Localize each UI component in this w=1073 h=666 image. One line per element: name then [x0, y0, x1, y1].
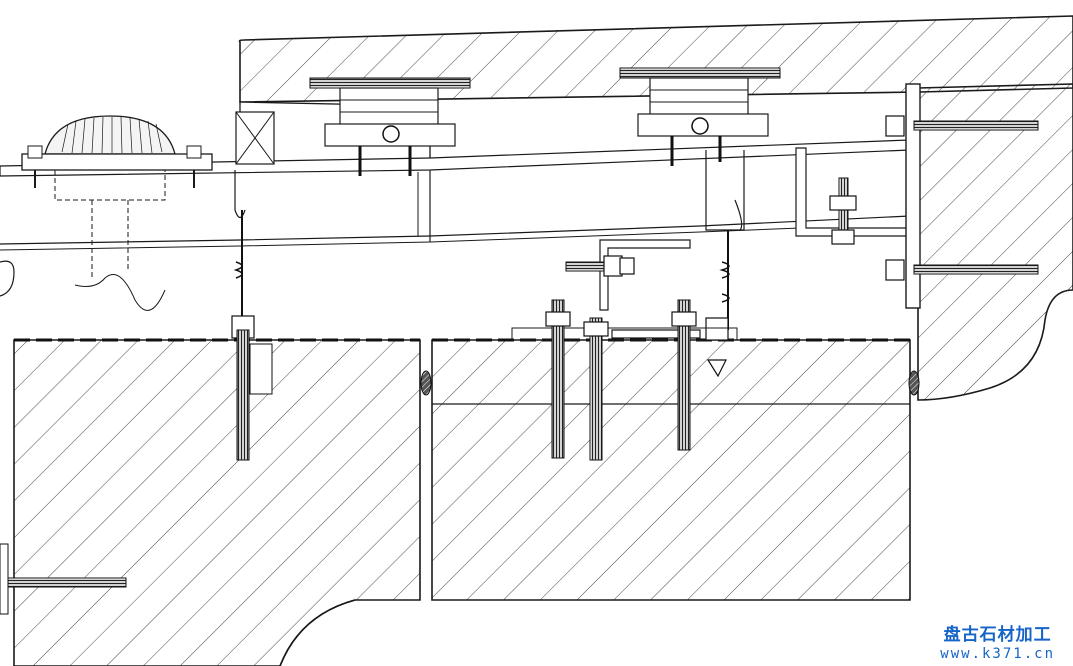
through-bolt-lower-left [0, 543, 127, 615]
stone-column [917, 83, 1073, 401]
hanger-rod-right [705, 150, 745, 378]
top-bracket-right [619, 67, 781, 166]
through-bolt-top [885, 115, 1039, 137]
roof-drain [0, 115, 213, 311]
end-plate [905, 83, 921, 309]
anchor-bolt-1 [236, 329, 273, 461]
top-bracket-left [309, 77, 471, 176]
lower-left-stone-block [13, 338, 421, 666]
anchor-bolt-2 [545, 299, 571, 459]
vertical-bolt [829, 177, 857, 245]
through-bolt-bottom [885, 259, 1039, 281]
hanger-rod-left [231, 111, 275, 339]
sealant-joints [420, 370, 920, 396]
anchor-bolt-4 [671, 299, 697, 451]
short-bolt [565, 255, 635, 277]
anchor-bolt-3 [583, 317, 609, 461]
watermark-name: 盘古石材加工 [943, 625, 1052, 646]
watermark: 盘古石材加工 www.k371.cn [940, 626, 1055, 662]
watermark-url: www.k371.cn [940, 645, 1055, 662]
lower-right-stone-block [431, 338, 911, 601]
